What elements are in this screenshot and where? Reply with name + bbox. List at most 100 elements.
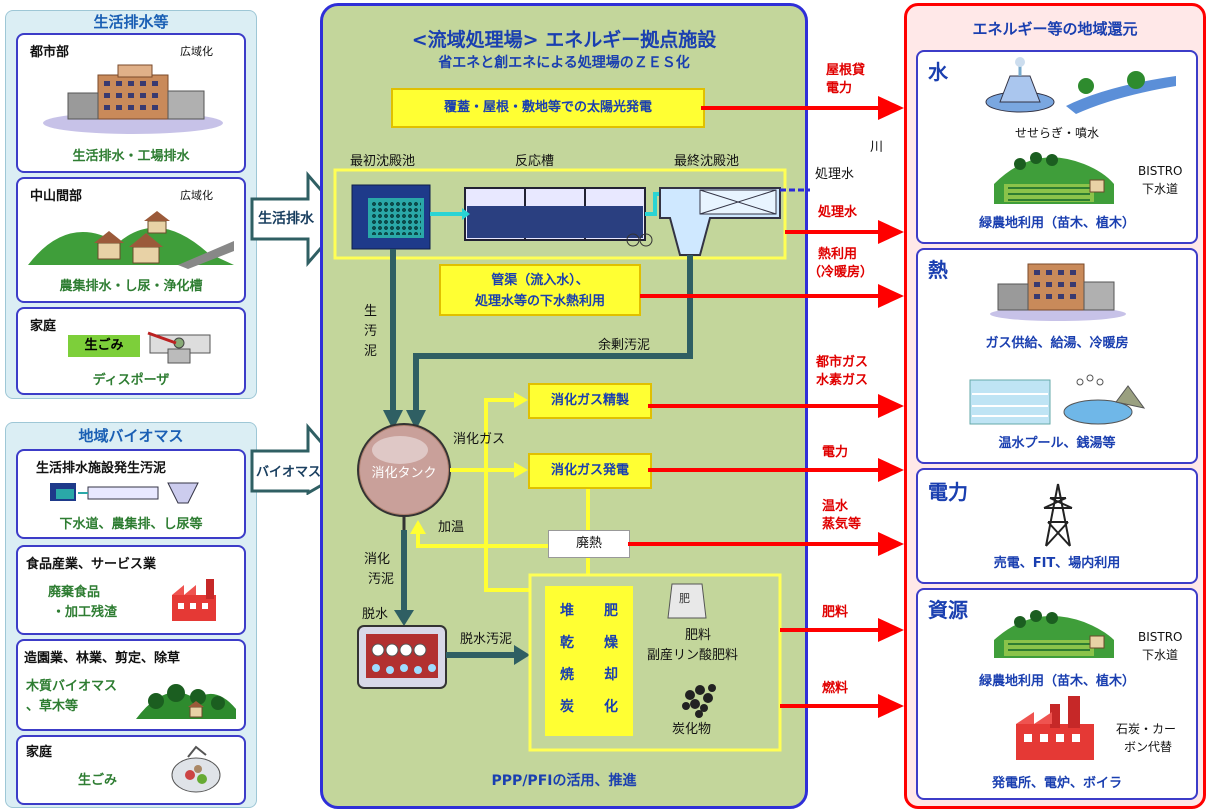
hot-water-label-2: 蒸気等 xyxy=(822,517,862,532)
bistro-sub-label: 下水道 xyxy=(1142,648,1179,662)
solar-box: 覆蓋・屋根・敷地等での太陽光発電 xyxy=(391,88,705,128)
card-caption: ディスポーザ xyxy=(92,373,170,388)
process-char: 燥 xyxy=(604,635,618,651)
city-building-illustration xyxy=(43,64,223,134)
center-title: <流域処理場> エネルギー拠点施設 xyxy=(411,29,717,51)
process-char: 化 xyxy=(604,699,618,715)
home-disposer-card: 家庭 生ごみ ディスポーザ xyxy=(16,307,246,395)
process-char: 炭 xyxy=(560,699,574,715)
raw-sludge-char-1: 生 xyxy=(364,304,378,319)
raw-sludge-char-2: 汚 xyxy=(364,324,378,339)
primary-tank-media xyxy=(371,201,421,235)
card-caption: 廃棄食品 xyxy=(48,585,101,600)
card-caption: 木質バイオマス xyxy=(26,679,118,694)
heat-heading: 熱 xyxy=(928,258,948,282)
heat-card: 熱 ガス供給、給湯、冷暖房 温水プール、銭湯等 xyxy=(916,248,1198,464)
power-heading: 電力 xyxy=(928,480,968,504)
biomass-arrow-label: バイオマス xyxy=(256,465,322,480)
process-char: 乾 xyxy=(560,635,574,651)
fertilizer-label: 肥料 xyxy=(685,628,712,643)
green-farm-icon xyxy=(994,152,1114,204)
primary-tank-label: 最初沈殿池 xyxy=(350,154,416,169)
fountain-caption: せせらぎ・噴水 xyxy=(1014,126,1099,140)
process-char: 堆 xyxy=(560,603,574,619)
fertilizer-bag-label: 肥 xyxy=(679,592,690,605)
fertilizer-output-label: 肥料 xyxy=(822,605,849,620)
left-top-panel: 生活排水等 都市部 広域化 生活排水・工場排水 中山間部 広域化 農集排水・し尿… xyxy=(5,10,257,399)
digested-sludge-label-1: 消化 xyxy=(364,552,391,567)
transmission-tower-icon xyxy=(1043,483,1073,547)
fuel-output-label: 燃料 xyxy=(822,681,849,696)
sink-disposer-icon xyxy=(147,331,211,364)
card-title: 生活排水施設発生汚泥 xyxy=(36,461,167,476)
power-plant-caption: 発電所、電炉、ボイラ xyxy=(991,776,1122,791)
coal-alt-label-2: ボン代替 xyxy=(1124,740,1173,754)
left-bottom-panel: 地域バイオマス 生活排水施設発生汚泥 下水道、農集排、し尿等 食品産業、サービス… xyxy=(5,422,257,808)
mountain-village-illustration xyxy=(28,211,234,269)
city-gas-label-2: 水素ガス xyxy=(816,373,869,388)
card-title: 家庭 xyxy=(30,319,57,334)
roof-power-label-2: 電力 xyxy=(826,81,853,96)
water-heading: 水 xyxy=(928,60,948,84)
right-panel-title: エネルギー等の地域還元 xyxy=(972,20,1138,38)
forest-icon xyxy=(136,684,236,719)
power-card: 電力 売電、FIT、場内利用 xyxy=(916,468,1198,584)
hot-water-label-1: 温水 xyxy=(822,499,849,514)
waste-heat-box: 廃熱 xyxy=(548,530,630,558)
card-tag: 広域化 xyxy=(180,189,213,202)
card-caption: ・加工残渣 xyxy=(52,605,118,620)
card-title: 造園業、林業、剪定、除草 xyxy=(24,651,181,666)
center-subtitle: 省エネと創エネによる処理場のＺＥＳ化 xyxy=(438,55,690,71)
bistro-sub-label: 下水道 xyxy=(1142,182,1179,196)
garbage-bag-icon xyxy=(171,745,221,793)
factory-icon xyxy=(172,579,216,621)
sewage-heat-box-line2: 処理水等の下水熱利用 xyxy=(474,294,605,309)
gas-refining-box: 消化ガス精製 xyxy=(528,383,652,419)
roof-power-label-1: 屋根貸 xyxy=(826,63,866,78)
digestion-gas-label: 消化ガス xyxy=(453,432,506,447)
gas-supply-caption: ガス供給、給湯、冷暖房 xyxy=(985,336,1129,351)
treated-water-output-label: 処理水 xyxy=(818,205,858,220)
reactor-label: 反応槽 xyxy=(515,154,555,169)
heat-building-icon xyxy=(990,263,1126,321)
card-caption: 生ごみ xyxy=(78,773,118,788)
process-char: 却 xyxy=(604,667,618,683)
heat-use-label-1: 熱利用 xyxy=(818,247,858,262)
fountain-stream-icon xyxy=(985,57,1176,114)
resource-farm-caption: 緑農地利用（苗木、植木） xyxy=(978,674,1135,689)
home-garbage-card: 家庭 生ごみ xyxy=(16,735,246,805)
water-card: 水 せせらぎ・噴水 BISTRO 下水道 緑農地利用（苗木、植木） xyxy=(916,50,1198,244)
dewatered-sludge-label: 脱水汚泥 xyxy=(460,632,513,647)
process-char: 焼 xyxy=(560,667,574,683)
power-plant-icon xyxy=(1016,696,1094,760)
pool-bath-icon xyxy=(969,374,1146,425)
final-tank-label: 最終沈殿池 xyxy=(674,154,740,169)
sewage-heat-box-line1: 管渠（流入水）、 xyxy=(491,273,589,288)
treatment-mini-icon xyxy=(50,482,199,504)
card-caption: 生活排水・工場排水 xyxy=(72,149,190,164)
food-waste-label: 生ごみ xyxy=(68,335,140,357)
card-title: 家庭 xyxy=(26,745,53,760)
green-farm-icon xyxy=(994,610,1114,658)
card-title: 都市部 xyxy=(30,45,70,60)
resource-card: 資源 BISTRO 下水道 緑農地利用（苗木、植木） 石炭・カー ボン代替 発電… xyxy=(916,588,1198,800)
urban-card: 都市部 広域化 生活排水・工場排水 xyxy=(16,33,246,173)
phosphate-fertilizer-label: 副産リン酸肥料 xyxy=(647,648,739,663)
ppp-label: PPP/PFIの活用、推進 xyxy=(491,773,637,789)
heating-label: 加温 xyxy=(438,520,465,535)
panel-title: 生活排水等 xyxy=(93,13,169,31)
coal-alt-label-1: 石炭・カー xyxy=(1116,722,1177,736)
treated-water-to-river-label: 処理水 xyxy=(815,167,855,182)
bistro-label: BISTRO xyxy=(1138,630,1183,644)
card-title: 食品産業、サービス業 xyxy=(26,557,157,572)
excess-sludge-label: 余剰汚泥 xyxy=(598,338,651,353)
raw-sludge-char-3: 泥 xyxy=(364,344,378,359)
digester-label: 消化タンク xyxy=(371,466,437,481)
resource-heading: 資源 xyxy=(928,598,968,622)
green-farm-caption: 緑農地利用（苗木、植木） xyxy=(978,216,1135,231)
card-caption: 農集排水・し尿・浄化槽 xyxy=(59,279,203,294)
process-grid: 堆 肥 乾 燥 焼 却 炭 化 xyxy=(545,600,633,716)
food-industry-card: 食品産業、サービス業 廃棄食品 ・加工残渣 xyxy=(16,545,246,635)
digested-sludge-label-2: 汚泥 xyxy=(368,572,395,587)
